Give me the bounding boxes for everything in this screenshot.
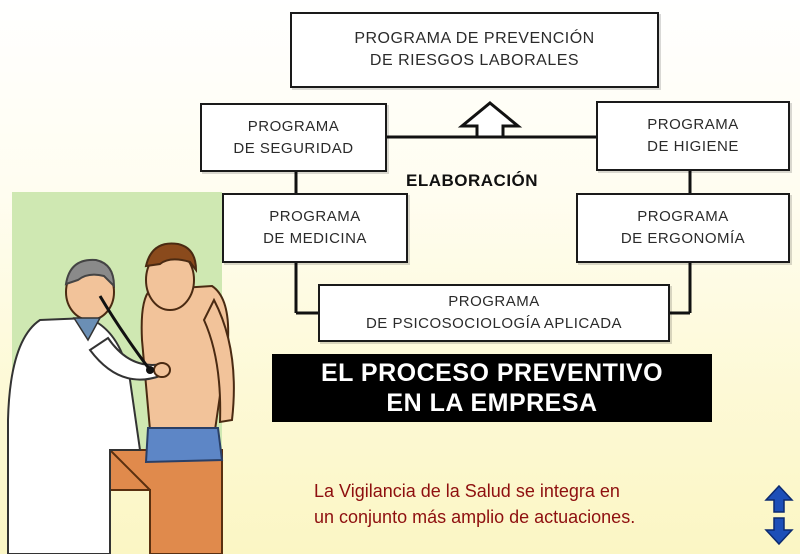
program-prevention-line1: PROGRAMA DE PREVENCIÓN: [354, 30, 595, 47]
program-security-box: PROGRAMA DE SEGURIDAD: [200, 103, 387, 172]
program-ergonomics-box: PROGRAMA DE ERGONOMÍA: [576, 193, 790, 263]
program-psychosociology-box: PROGRAMA DE PSICOSOCIOLOGÍA APLICADA: [318, 284, 670, 342]
arrow-down-icon[interactable]: [764, 516, 794, 546]
program-ergonomics-line1: PROGRAMA: [637, 208, 729, 225]
elaboration-label: ELABORACIÓN: [406, 171, 539, 190]
program-medicine-box: PROGRAMA DE MEDICINA: [222, 193, 408, 263]
caption-text: La Vigilancia de la Salud se integra en …: [314, 478, 734, 530]
program-prevention-box: PROGRAMA DE PREVENCIÓN DE RIESGOS LABORA…: [290, 12, 659, 88]
caption-line1: La Vigilancia de la Salud se integra en: [314, 481, 620, 501]
program-ergonomics-line2: DE ERGONOMÍA: [620, 230, 746, 247]
banner-line1: EL PROCESO PREVENTIVO: [320, 359, 664, 387]
arrow-up-icon[interactable]: [764, 484, 794, 514]
program-prevention-line2: DE RIESGOS LABORALES: [369, 52, 580, 69]
program-psychosociology-line1: PROGRAMA: [448, 293, 540, 310]
program-medicine-line2: DE MEDICINA: [263, 230, 367, 247]
program-medicine-line1: PROGRAMA: [269, 208, 361, 225]
navigation-arrows: [764, 484, 794, 546]
doctor-patient-illustration: [7, 242, 235, 554]
caption-line2: un conjunto más amplio de actuaciones.: [314, 507, 636, 527]
banner-line2: EN LA EMPRESA: [386, 389, 598, 417]
program-hygiene-box: PROGRAMA DE HIGIENE: [596, 101, 790, 171]
program-hygiene-line2: DE HIGIENE: [647, 138, 739, 155]
program-hygiene-line1: PROGRAMA: [647, 116, 739, 133]
up-arrow-icon: [457, 101, 523, 139]
program-psychosociology-line2: DE PSICOSOCIOLOGÍA APLICADA: [365, 315, 623, 332]
program-security-line2: DE SEGURIDAD: [233, 139, 354, 157]
title-banner: EL PROCESO PREVENTIVO EN LA EMPRESA: [272, 354, 712, 422]
program-security-line1: PROGRAMA: [247, 117, 340, 135]
